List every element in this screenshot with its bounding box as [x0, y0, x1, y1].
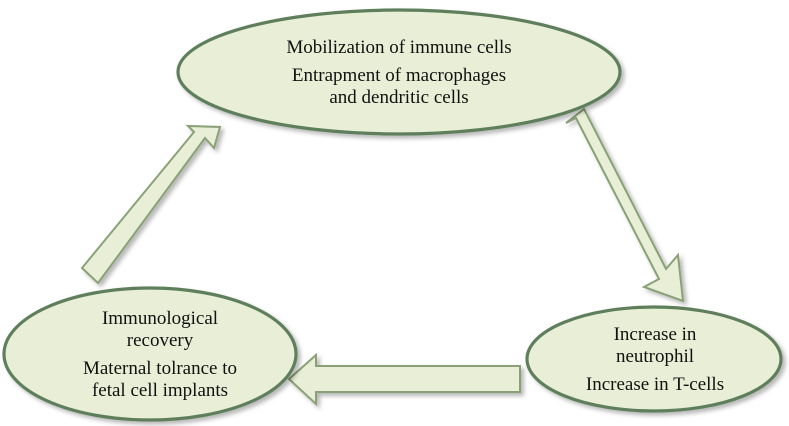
node-left-ellipse [2, 286, 298, 422]
arrow-top-to-right [565, 107, 685, 303]
arrow-right-to-left [287, 352, 521, 407]
arrow-left-to-top [80, 124, 222, 285]
node-right-ellipse [525, 305, 783, 413]
node-top-ellipse [176, 8, 622, 136]
